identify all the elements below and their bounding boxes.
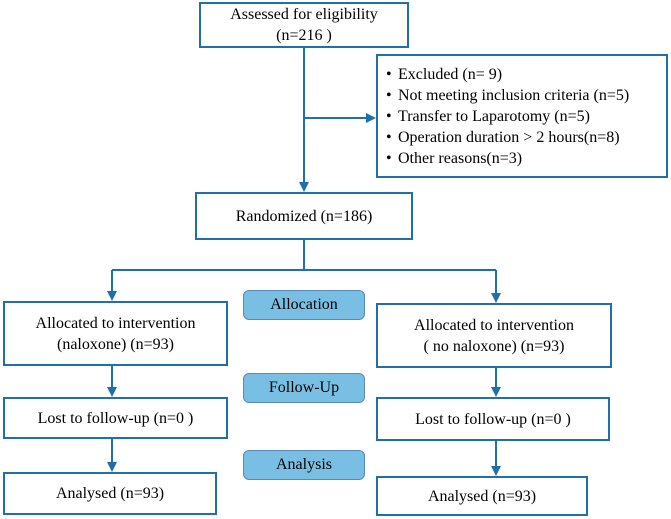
excluded-item: Operation duration > 2 hours(n=8) (386, 127, 660, 148)
left-lost-box: Lost to follow-up (n=0 ) (3, 397, 228, 439)
excluded-item: Other reasons(n=3) (386, 148, 660, 169)
stage-label-analysis: Analysis (243, 450, 365, 480)
right-allocated-box: Allocated to intervention ( no naloxone)… (376, 303, 612, 368)
left-allocated-box: Allocated to intervention (naloxone) (n=… (3, 301, 228, 366)
stage-label-followup: Follow-Up (243, 373, 365, 403)
excluded-item: Not meeting inclusion criteria (n=5) (386, 85, 660, 106)
excluded-box: Excluded (n= 9) Not meeting inclusion cr… (376, 54, 668, 178)
left-allocated-line2: (naloxone) (n=93) (57, 335, 174, 353)
left-lost-text: Lost to follow-up (n=0 ) (37, 409, 194, 427)
randomized-text: Randomized (n=186) (235, 207, 373, 225)
right-allocated-line1: Allocated to intervention (414, 316, 574, 334)
right-lost-box: Lost to follow-up (n=0 ) (376, 397, 610, 441)
right-allocated-line2: ( no naloxone) (n=93) (423, 337, 565, 355)
left-allocated-line1: Allocated to intervention (35, 314, 196, 332)
excluded-item: Excluded (n= 9) (386, 64, 660, 85)
randomized-box: Randomized (n=186) (195, 192, 413, 240)
right-lost-text: Lost to follow-up (n=0 ) (415, 410, 571, 428)
left-analysed-text: Analysed (n=93) (55, 485, 165, 502)
left-analysed-box: Analysed (n=93) (3, 472, 217, 515)
assessed-line1: Assessed for eligibility (230, 6, 378, 23)
right-analysed-text: Analysed (n=93) (427, 487, 537, 505)
stage-label-allocation: Allocation (243, 290, 365, 320)
assessed-line2: (n=216 ) (276, 27, 332, 44)
excluded-item: Transfer to Laparotomy (n=5) (386, 106, 660, 127)
excluded-list: Excluded (n= 9) Not meeting inclusion cr… (386, 64, 660, 169)
right-analysed-box: Analysed (n=93) (376, 476, 588, 516)
assessed-box: Assessed for eligibility (n=216 ) (199, 2, 409, 48)
